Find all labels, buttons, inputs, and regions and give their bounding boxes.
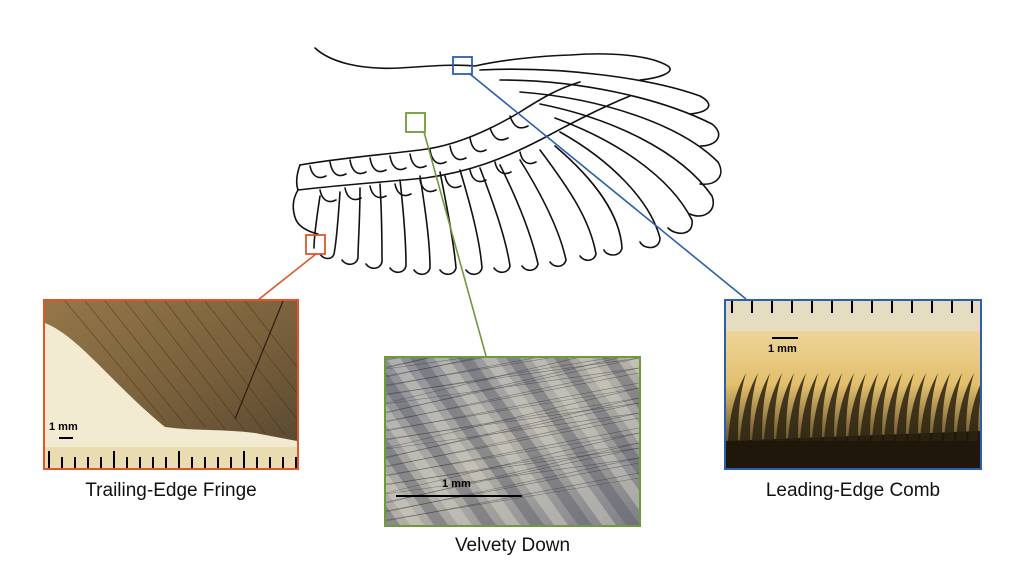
trailing-callout-line (257, 253, 317, 301)
leading-location-marker (452, 56, 473, 75)
trailing-scale-bar (59, 437, 73, 439)
leading-scale-bar (772, 337, 798, 339)
trailing-location-marker (305, 234, 326, 255)
trailing-scale-label: 1 mm (49, 421, 78, 433)
velvety-scale-bar (396, 495, 522, 497)
leading-callout-line (469, 73, 747, 300)
velvety-down-photo: 1 mm (384, 356, 641, 527)
velvety-scale-label: 1 mm (442, 478, 471, 490)
velvety-callout-line (423, 131, 487, 357)
leading-edge-photo: 1 mm (724, 299, 982, 470)
leading-caption: Leading-Edge Comb (765, 480, 941, 501)
velvety-location-marker (405, 112, 426, 133)
trailing-edge-photo: 1 mm (43, 299, 299, 470)
velvety-caption: Velvety Down (454, 535, 571, 556)
trailing-caption: Trailing-Edge Fringe (85, 480, 257, 501)
wing-outline (292, 47, 722, 276)
leading-scale-label: 1 mm (768, 343, 797, 355)
